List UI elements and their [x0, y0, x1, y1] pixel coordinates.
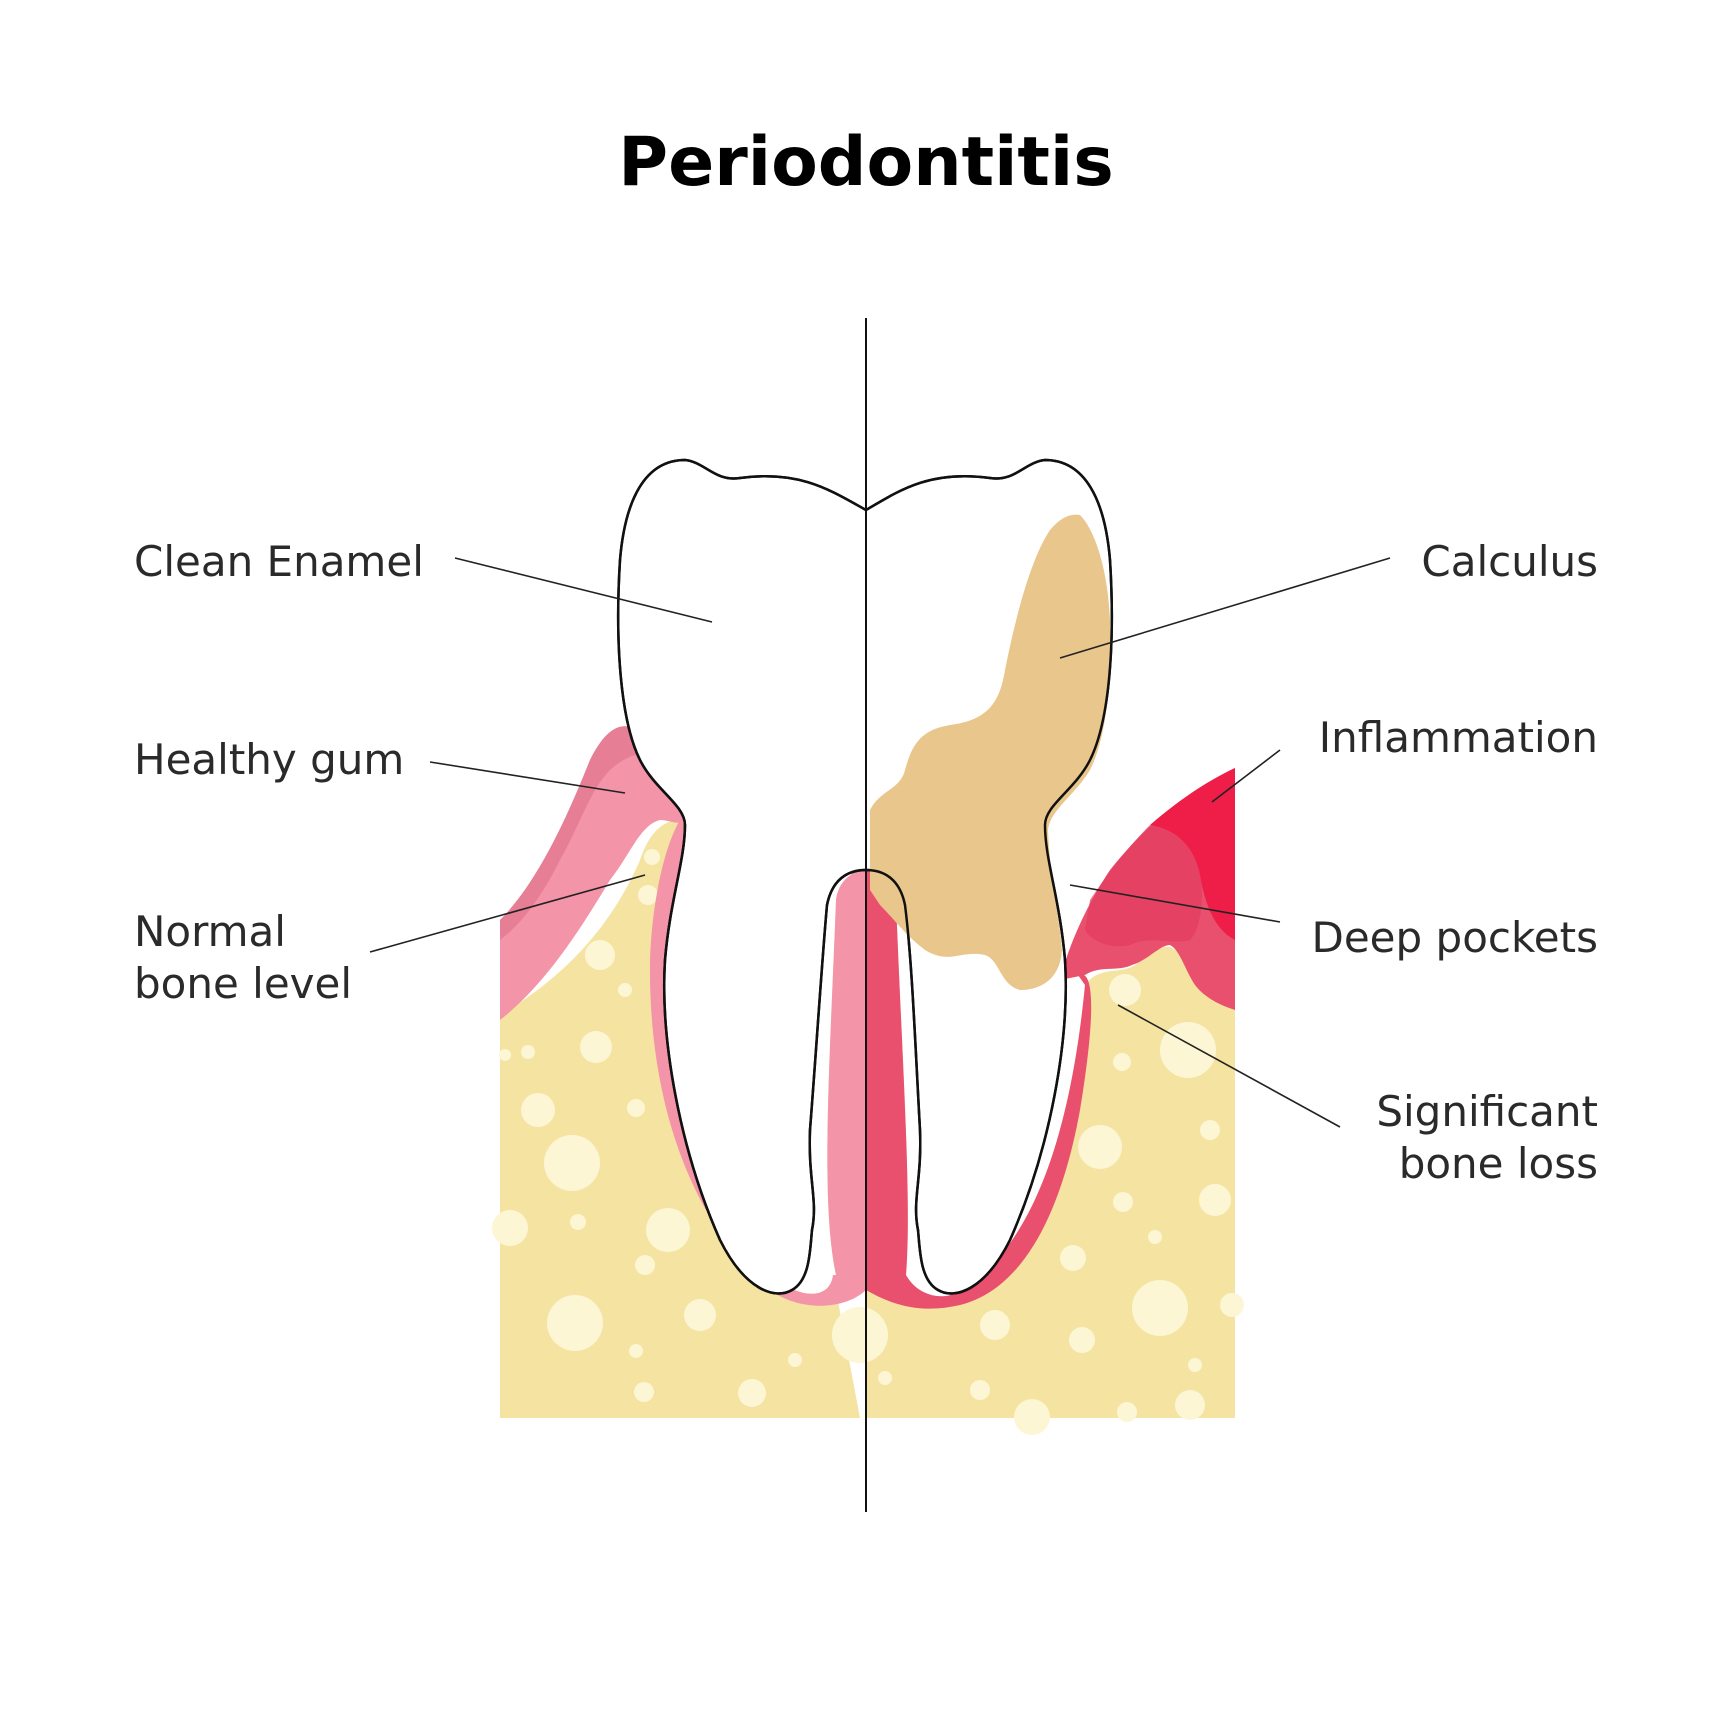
leader-inflammation: [1211, 749, 1281, 803]
tooth: [616, 458, 1114, 1295]
label-calculus-text: Calculus: [1421, 537, 1598, 586]
label-clean-enamel-text: Clean Enamel: [134, 537, 424, 586]
leader-significant-bone-loss: [1117, 1004, 1341, 1128]
label-healthy-gum: Healthy gum: [134, 735, 626, 794]
label-deep-pockets-text: Deep pockets: [1312, 913, 1599, 962]
label-significant-bone-loss: Significant bone loss: [1117, 1004, 1598, 1188]
leader-calculus: [1059, 557, 1391, 659]
label-normal-bone-level-line2: bone level: [134, 959, 352, 1008]
healthy-gum-shape: [500, 726, 690, 1020]
leader-clean-enamel: [454, 557, 713, 623]
leader-healthy-gum: [429, 761, 626, 794]
label-significant-bone-loss-line1: Significant: [1376, 1087, 1598, 1136]
leader-normal-bone-level: [369, 874, 646, 953]
inflamed-gum-bright: [1150, 768, 1235, 940]
label-normal-bone-level: Normal bone level: [134, 874, 646, 1008]
label-significant-bone-loss-line2: bone loss: [1399, 1139, 1598, 1188]
label-clean-enamel: Clean Enamel: [134, 537, 713, 623]
label-healthy-gum-text: Healthy gum: [134, 735, 404, 784]
bone-spots: [492, 849, 1244, 1435]
label-inflammation: Inflammation: [1211, 713, 1598, 803]
diagram-title: Periodontitis: [618, 123, 1113, 202]
leader-deep-pockets: [1069, 884, 1281, 923]
label-normal-bone-level-line1: Normal: [134, 907, 286, 956]
label-inflammation-text: Inflammation: [1319, 713, 1598, 762]
inflamed-gum-mid: [1085, 825, 1202, 947]
inflamed-gum: [866, 768, 1235, 1309]
healthy-gum-darker: [500, 726, 660, 940]
label-deep-pockets: Deep pockets: [1069, 884, 1599, 962]
label-calculus: Calculus: [1059, 537, 1598, 659]
